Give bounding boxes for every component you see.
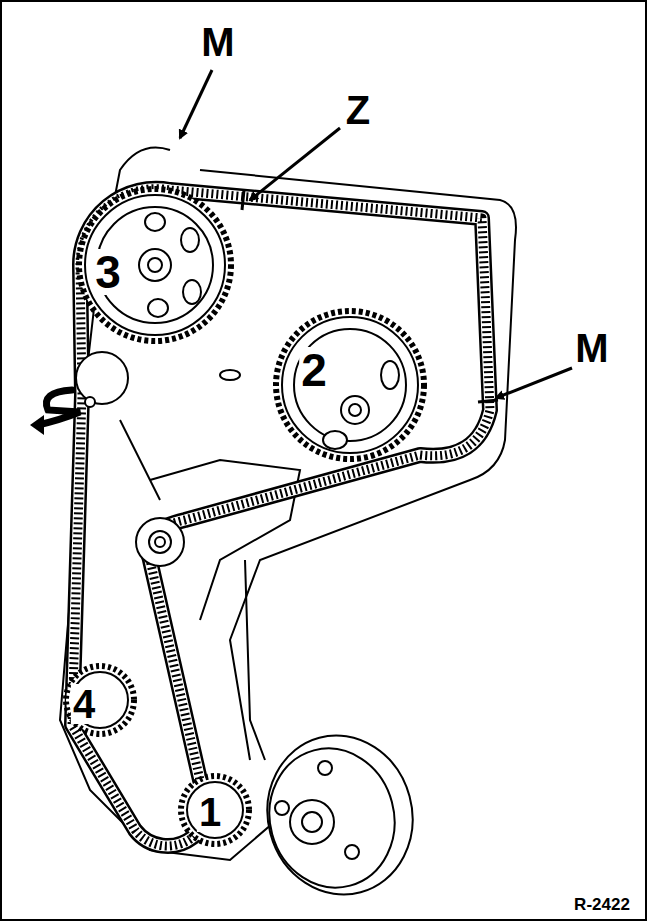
figure-reference: R-2422	[574, 896, 630, 913]
callout-number: 1	[197, 792, 223, 832]
belt-mark-callout: M	[575, 328, 608, 368]
callout-number: 4	[71, 684, 97, 724]
callout-number: 2	[299, 347, 329, 393]
callout-number: 3	[93, 249, 123, 295]
belt-mark-callout: Z	[346, 90, 370, 130]
belt-mark-callout: M	[201, 22, 234, 62]
